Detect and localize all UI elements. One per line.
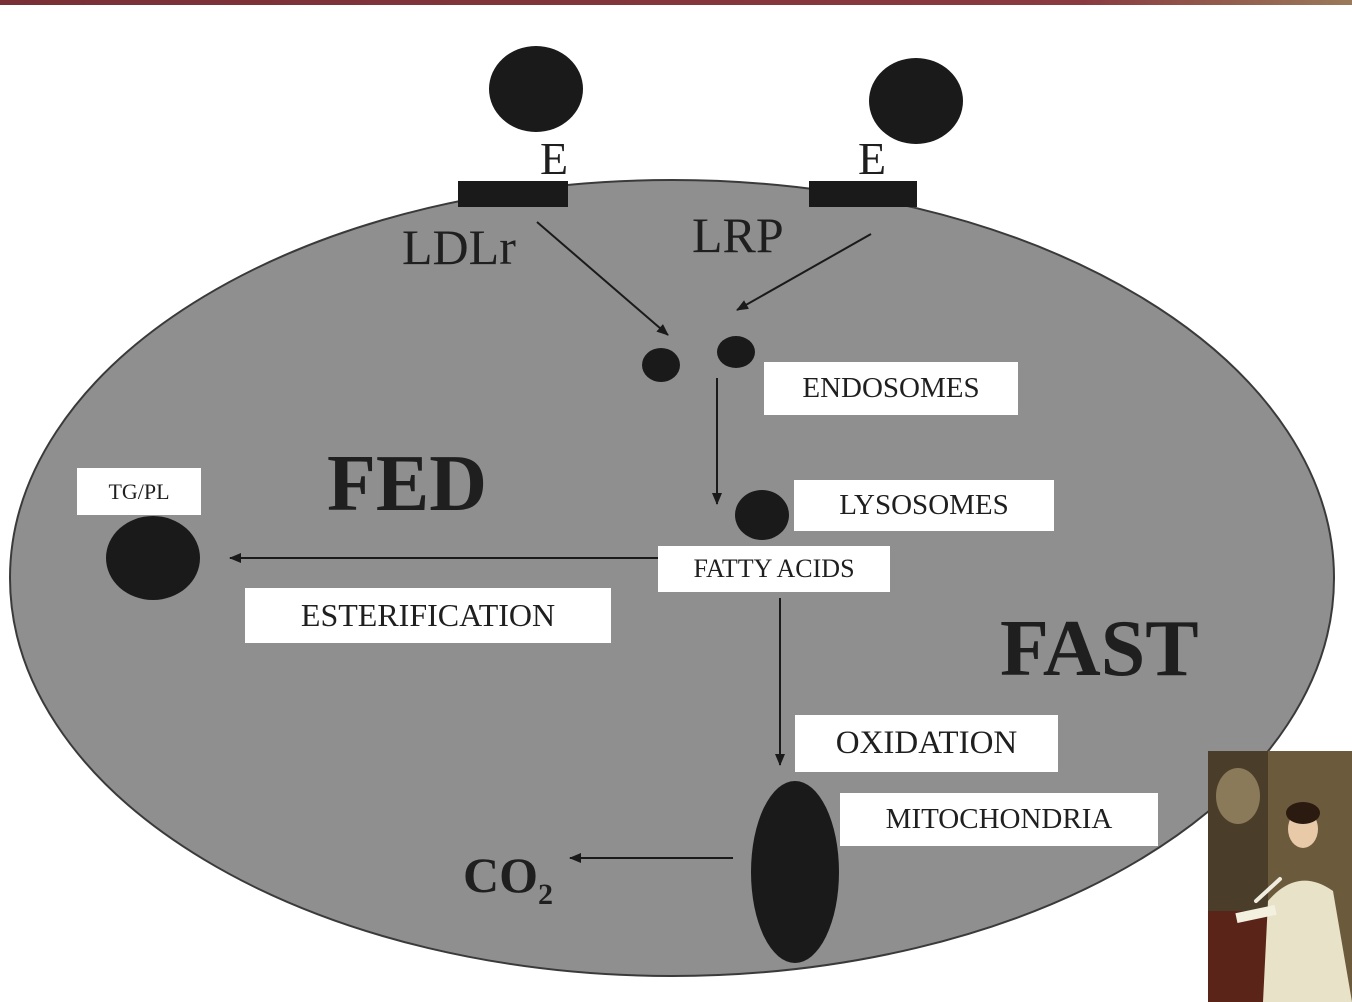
product-co2-base: CO xyxy=(463,847,538,903)
label-oxidation: OXIDATION xyxy=(795,715,1058,772)
lysosome xyxy=(735,490,789,540)
tg-pl-droplet xyxy=(106,516,200,600)
product-co2-subscript: 2 xyxy=(538,878,553,911)
label-mitochondria: MITOCHONDRIA xyxy=(840,793,1158,846)
endosome-right xyxy=(717,336,755,368)
label-tg-pl: TG/PL xyxy=(77,468,201,515)
mitochondrion xyxy=(751,781,839,963)
portrait-hair xyxy=(1286,802,1320,824)
ligand-label-right: E xyxy=(858,133,886,184)
state-label-fast: FAST xyxy=(1000,605,1199,693)
receptor-bar-left xyxy=(458,181,568,207)
endosome-left xyxy=(642,348,680,382)
portrait-bust-statue xyxy=(1216,768,1260,824)
receptor-label-ldlr: LDLr xyxy=(402,219,516,275)
lipoprotein-particle-left xyxy=(489,46,583,132)
label-endosomes: ENDOSOMES xyxy=(764,362,1018,415)
label-fatty-acids: FATTY ACIDS xyxy=(658,546,890,592)
receptor-label-lrp: LRP xyxy=(692,207,784,263)
presenter-portrait-thumbnail xyxy=(1208,751,1352,1002)
portrait-image xyxy=(1208,751,1352,1002)
lipoprotein-particle-right xyxy=(869,58,963,144)
label-lysosomes: LYSOSOMES xyxy=(794,480,1054,531)
receptor-bar-right xyxy=(809,181,917,207)
ligand-label-left: E xyxy=(540,133,568,184)
state-label-fed: FED xyxy=(327,440,487,528)
label-esterification: ESTERIFICATION xyxy=(245,588,611,643)
